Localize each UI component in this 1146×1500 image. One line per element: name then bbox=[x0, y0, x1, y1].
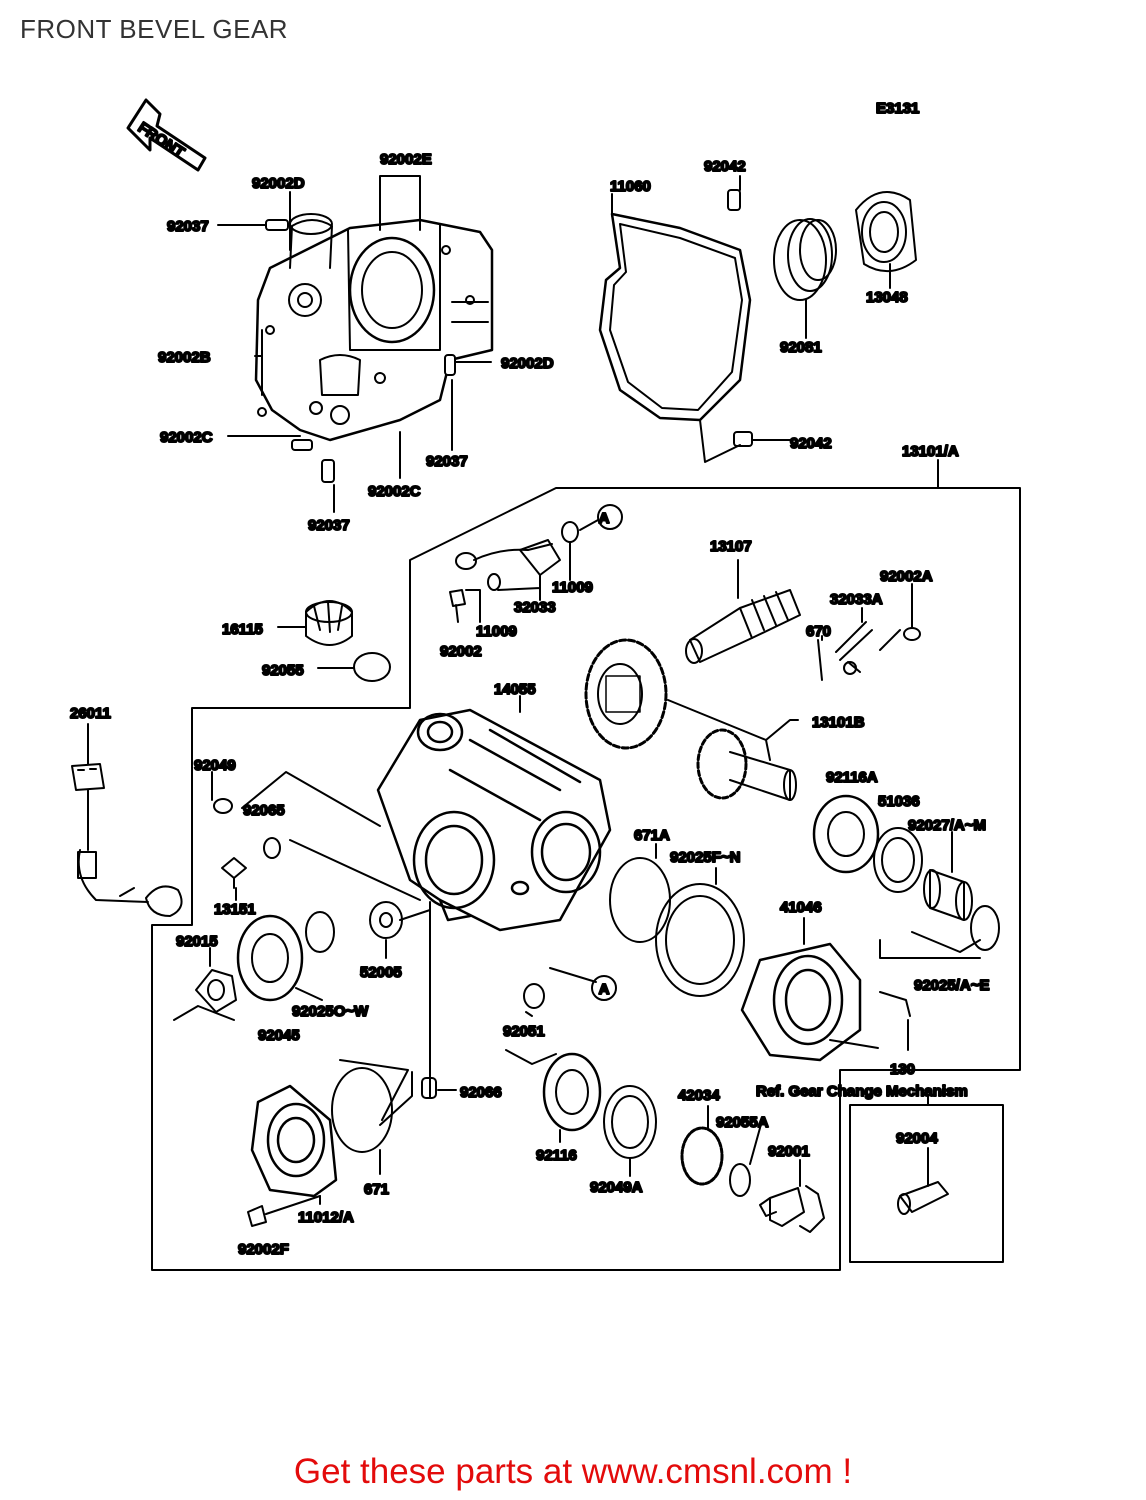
part-label-92037-b: 92037 bbox=[426, 453, 468, 470]
part-label-92037-a: 92037 bbox=[167, 218, 209, 235]
part-label-92002E: 92002E bbox=[380, 151, 432, 168]
part-label-92066: 92066 bbox=[460, 1084, 502, 1101]
part-label-92025OW: 92025O~W bbox=[292, 1003, 369, 1020]
part-label-13101A: 13101/A bbox=[902, 443, 959, 460]
part-label-92081: 92081 bbox=[780, 339, 822, 356]
part-label-92065: 92065 bbox=[243, 802, 285, 819]
part-label-670: 670 bbox=[806, 623, 831, 640]
part-label-14055: 14055 bbox=[494, 681, 536, 698]
group-frame bbox=[151, 459, 1021, 1271]
part-label-92002F: 92002F bbox=[238, 1241, 289, 1258]
part-label-92002C-b: 92002C bbox=[368, 483, 421, 500]
ref-note: Ref. Gear Change Mechanism bbox=[756, 1083, 968, 1100]
output-housing-drawing bbox=[740, 942, 862, 1062]
side-cover-drawing bbox=[250, 1084, 338, 1198]
part-label-92002A: 92002A bbox=[880, 568, 933, 585]
part-label-92002B: 92002B bbox=[158, 349, 211, 366]
gear-case-drawing bbox=[376, 708, 612, 932]
part-label-11012A: 11012/A bbox=[298, 1209, 354, 1226]
bevel-gear-drawing bbox=[584, 638, 797, 801]
part-label-92002: 92002 bbox=[440, 643, 482, 660]
part-label-92055: 92055 bbox=[262, 662, 304, 679]
part-label-92015: 92015 bbox=[176, 933, 218, 950]
part-label-92116: 92116 bbox=[536, 1147, 577, 1164]
part-label-32033A: 32033A bbox=[830, 591, 883, 608]
part-label-26011: 26011 bbox=[70, 705, 111, 722]
part-label-671A: 671A bbox=[634, 827, 670, 844]
gasket-drawing bbox=[598, 212, 752, 422]
part-label-11009-a: 11009 bbox=[552, 579, 593, 596]
part-label-11009-b: 11009 bbox=[476, 623, 517, 640]
neutral-switch-drawing bbox=[71, 763, 183, 917]
pinion-shaft-drawing bbox=[685, 589, 801, 664]
part-label-13048: 13048 bbox=[866, 289, 908, 306]
front-arrow-icon: FRONT bbox=[126, 98, 207, 172]
part-label-92049A: 92049A bbox=[590, 1179, 643, 1196]
part-label-92001: 92001 bbox=[768, 1143, 810, 1160]
part-label-92002D-a: 92002D bbox=[252, 175, 305, 192]
part-label-13101B: 13101B bbox=[812, 714, 865, 731]
part-label-92116A: 92116A bbox=[826, 769, 878, 786]
filler-cap-drawing bbox=[305, 600, 353, 646]
part-label-92025AE: 92025/A~E bbox=[914, 977, 989, 994]
part-label-92027AM: 92027/A~M bbox=[908, 817, 986, 834]
crankcase-cover-drawing bbox=[254, 213, 494, 442]
part-label-92002C-a: 92002C bbox=[160, 429, 213, 446]
part-label-130: 130 bbox=[890, 1061, 915, 1078]
part-label-92002D-b: 92002D bbox=[501, 355, 554, 372]
oil-line-drawing bbox=[449, 521, 579, 623]
part-label-92004: 92004 bbox=[896, 1130, 938, 1147]
part-label-41046: 41046 bbox=[780, 899, 822, 916]
part-label-92049: 92049 bbox=[194, 757, 236, 774]
part-label-16115: 16115 bbox=[222, 621, 263, 638]
part-label-92051: 92051 bbox=[503, 1023, 545, 1040]
part-label-92042-a: 92042 bbox=[704, 158, 746, 175]
part-label-11060: 11060 bbox=[610, 178, 651, 195]
diagram-code: E3131 bbox=[876, 100, 919, 117]
page-title: FRONT BEVEL GEAR bbox=[20, 14, 289, 44]
part-label-32033: 32033 bbox=[514, 599, 556, 616]
marker-a-top: A bbox=[599, 510, 610, 527]
collar-drawing bbox=[855, 191, 917, 272]
spring-drawing bbox=[773, 218, 837, 301]
part-label-671: 671 bbox=[364, 1181, 389, 1198]
part-label-92055A: 92055A bbox=[716, 1114, 769, 1131]
part-label-92037-c: 92037 bbox=[308, 517, 350, 534]
part-label-13151: 13151 bbox=[214, 901, 256, 918]
part-label-51036: 51036 bbox=[878, 793, 920, 810]
part-label-92045: 92045 bbox=[258, 1027, 300, 1044]
marker-a-bottom: A bbox=[599, 981, 610, 998]
footer-link[interactable]: Get these parts at www.cmsnl.com ! bbox=[293, 1452, 853, 1491]
part-label-13107: 13107 bbox=[710, 538, 752, 555]
part-label-52005: 52005 bbox=[360, 964, 402, 981]
part-label-92042-b: 92042 bbox=[790, 435, 832, 452]
part-labels: 92002D 92002E 92037 92002B 92002D 92002C… bbox=[69, 150, 990, 1259]
part-label-42034: 42034 bbox=[678, 1087, 720, 1104]
part-label-92025FN: 92025F~N bbox=[670, 849, 740, 866]
